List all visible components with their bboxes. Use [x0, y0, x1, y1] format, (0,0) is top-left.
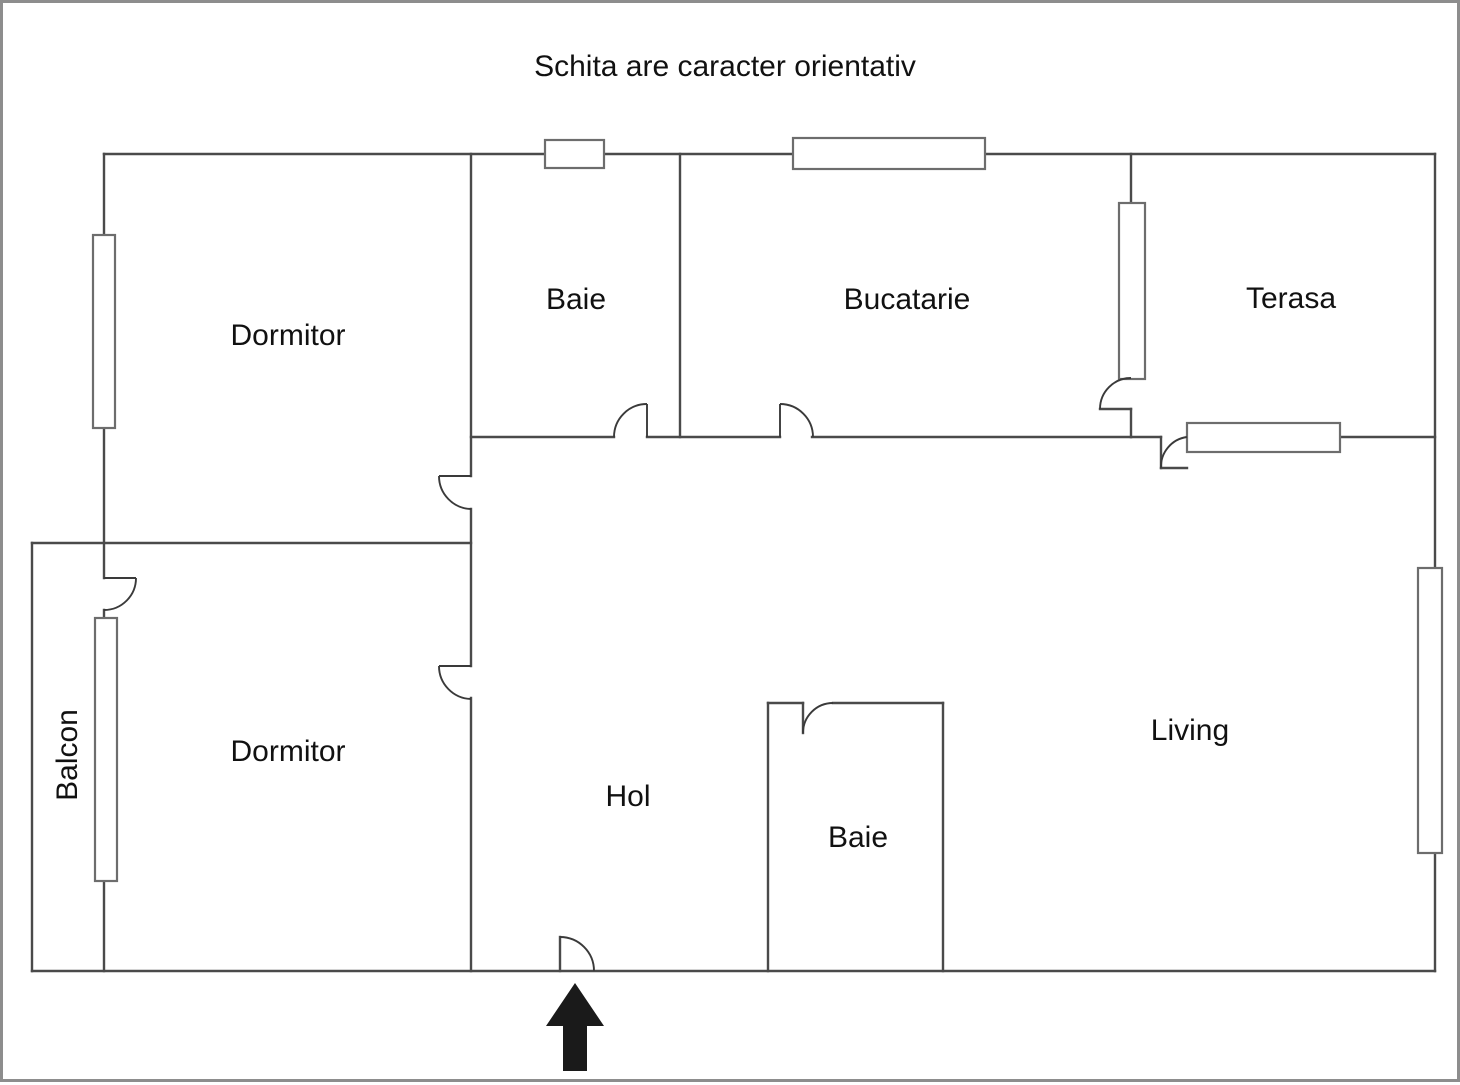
- window-bucatarie-top: [791, 136, 987, 171]
- window-dormitor-top-left: [91, 233, 117, 430]
- door-entrance: [559, 936, 595, 972]
- room-label-dormitor-bottom: Dormitor: [230, 735, 345, 768]
- room-label-terasa: Terasa: [1246, 282, 1336, 315]
- room-label-hol: Hol: [605, 780, 650, 813]
- room-label-baie-top: Baie: [546, 283, 606, 316]
- door-baie-interior: [802, 702, 834, 734]
- door-balcon: [103, 577, 137, 611]
- door-dormitor-top: [438, 475, 472, 510]
- room-label-balcon: Balcon: [51, 709, 84, 801]
- door-dormitor-bottom: [438, 665, 472, 700]
- window-terasa-bottom: [1185, 421, 1342, 454]
- door-terasa-lower: [1160, 436, 1188, 469]
- door-baie-top: [613, 403, 648, 438]
- window-living-right: [1416, 566, 1444, 855]
- walls-group: [30, 152, 1437, 973]
- door-terasa-upper: [1099, 377, 1132, 410]
- room-label-baie-interior: Baie: [828, 821, 888, 854]
- room-label-living: Living: [1151, 714, 1229, 747]
- entrance-arrow-icon: [546, 983, 604, 1071]
- page-title: Schita are caracter orientativ: [534, 50, 916, 83]
- window-terasa-left: [1117, 201, 1147, 381]
- room-label-dormitor-top: Dormitor: [230, 319, 345, 352]
- room-labels-group: Dormitor Baie Bucatarie Terasa Dormitor …: [51, 282, 1336, 854]
- doors-group: [103, 377, 1188, 972]
- room-label-bucatarie: Bucatarie: [844, 283, 971, 316]
- window-baie-top: [543, 138, 606, 170]
- floor-plan-drawing: Schita are caracter orientativ: [30, 50, 1444, 1071]
- window-balcon-left: [93, 616, 119, 883]
- door-bucatarie: [779, 403, 814, 438]
- windows-group: [91, 136, 1444, 883]
